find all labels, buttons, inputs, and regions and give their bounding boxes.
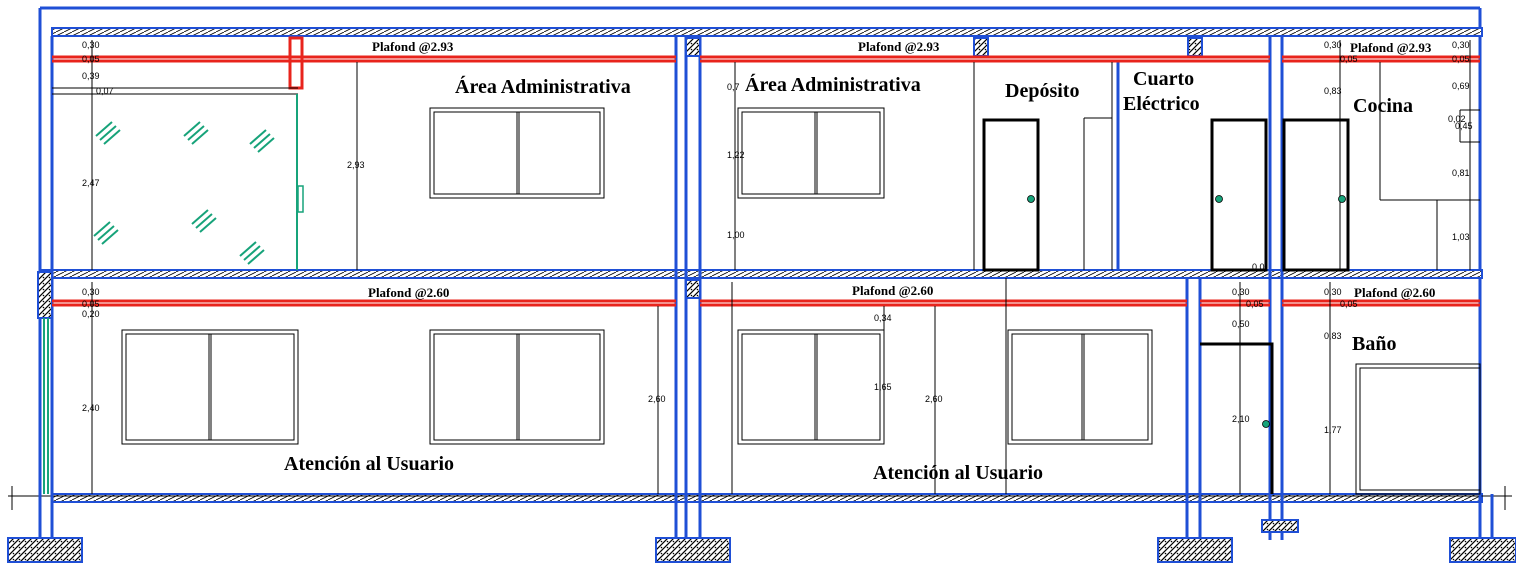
plafond-label-lower-mid: Plafond @2.60 (852, 283, 933, 298)
window-upper-left (429, 107, 605, 199)
dim-label: 0,30 (1324, 40, 1342, 50)
dim-label: 0,30 (1452, 40, 1470, 50)
window-lower-left-a (121, 329, 299, 445)
dim-label: 1,00 (727, 230, 745, 240)
plafond-label-lower-left: Plafond @2.60 (368, 285, 449, 300)
window-upper-mid (737, 107, 885, 199)
dim-label: 2,60 (648, 394, 666, 404)
dim-label: 0,05 (1340, 299, 1358, 309)
room-label-cuarto: Cuarto (1133, 68, 1194, 90)
dim-label: 0,83 (1324, 86, 1342, 96)
room-label-deposito: Depósito (1005, 80, 1079, 102)
dim-label: 0,30 (1232, 287, 1250, 297)
dim-label: 0,02 (1448, 114, 1466, 124)
roof-slab (51, 27, 1483, 37)
room-label-electrico: Eléctrico (1123, 93, 1200, 115)
dim-label: 0,05 (1340, 54, 1358, 64)
dim-label: 0,05 (1246, 299, 1264, 309)
dim-label: 0,30 (82, 40, 100, 50)
room-label-area-administrativa-left: Área Administrativa (455, 75, 631, 98)
dim-label: 1,77 (1324, 425, 1342, 435)
dim-label: 1,22 (727, 150, 745, 160)
dim-label: 0,50 (1232, 319, 1250, 329)
dim-label: 0,7 (727, 82, 740, 92)
door-bano (1200, 342, 1274, 494)
plafond-label-upper-left: Plafond @2.93 (372, 39, 454, 54)
floor-slab (8, 486, 1512, 510)
glass-partition (43, 87, 304, 494)
dim-label: 2,93 (347, 160, 365, 170)
window-lower-left-b (429, 329, 605, 445)
dim-label: 0,83 (1324, 331, 1342, 341)
room-label-atencion-right: Atención al Usuario (873, 462, 1043, 484)
column-caps (37, 37, 1203, 319)
dim-label: 0,69 (1452, 81, 1470, 91)
dim-label: 2,47 (82, 178, 100, 188)
room-label-bano: Baño (1352, 333, 1396, 355)
window-lower-mid-b (1007, 329, 1153, 445)
door-deposito (982, 118, 1040, 272)
door-cuarto-electrico (1210, 118, 1268, 272)
dim-label: 0,30 (1324, 287, 1342, 297)
dim-label: 0,81 (1452, 168, 1470, 178)
dim-label: 0,30 (82, 287, 100, 297)
ceiling-lines (52, 36, 1480, 307)
dim-label: 0,0 (1252, 262, 1265, 272)
dim-label: 2,60 (925, 394, 943, 404)
room-label-area-administrativa-right: Área Administrativa (745, 73, 921, 96)
dim-label: 0,34 (874, 313, 892, 323)
plafond-label-upper-mid: Plafond @2.93 (858, 39, 940, 54)
dim-label: 1,65 (874, 382, 892, 392)
footings (7, 519, 1516, 563)
window-lower-mid-a (737, 329, 885, 445)
dim-label: 0,05 (82, 299, 100, 309)
dim-label: 2,10 (1232, 414, 1250, 424)
plafond-label-upper-right: Plafond @2.93 (1350, 40, 1432, 55)
dim-label: 2,40 (82, 403, 100, 413)
bathroom-fixture (1355, 363, 1481, 495)
dim-label: 0,45 (1455, 121, 1473, 131)
dim-label: 0,39 (82, 71, 100, 81)
dim-label: 0,05 (82, 54, 100, 64)
room-label-cocina: Cocina (1353, 95, 1413, 117)
door-cocina (1282, 118, 1350, 272)
dim-label: 0,05 (1452, 54, 1470, 64)
plafond-label-lower-right: Plafond @2.60 (1354, 285, 1435, 300)
room-label-atencion-left: Atención al Usuario (284, 453, 454, 475)
dim-label: 0,07 (96, 86, 114, 96)
dim-label: 0,20 (82, 309, 100, 319)
dim-label: 1,03 (1452, 232, 1470, 242)
